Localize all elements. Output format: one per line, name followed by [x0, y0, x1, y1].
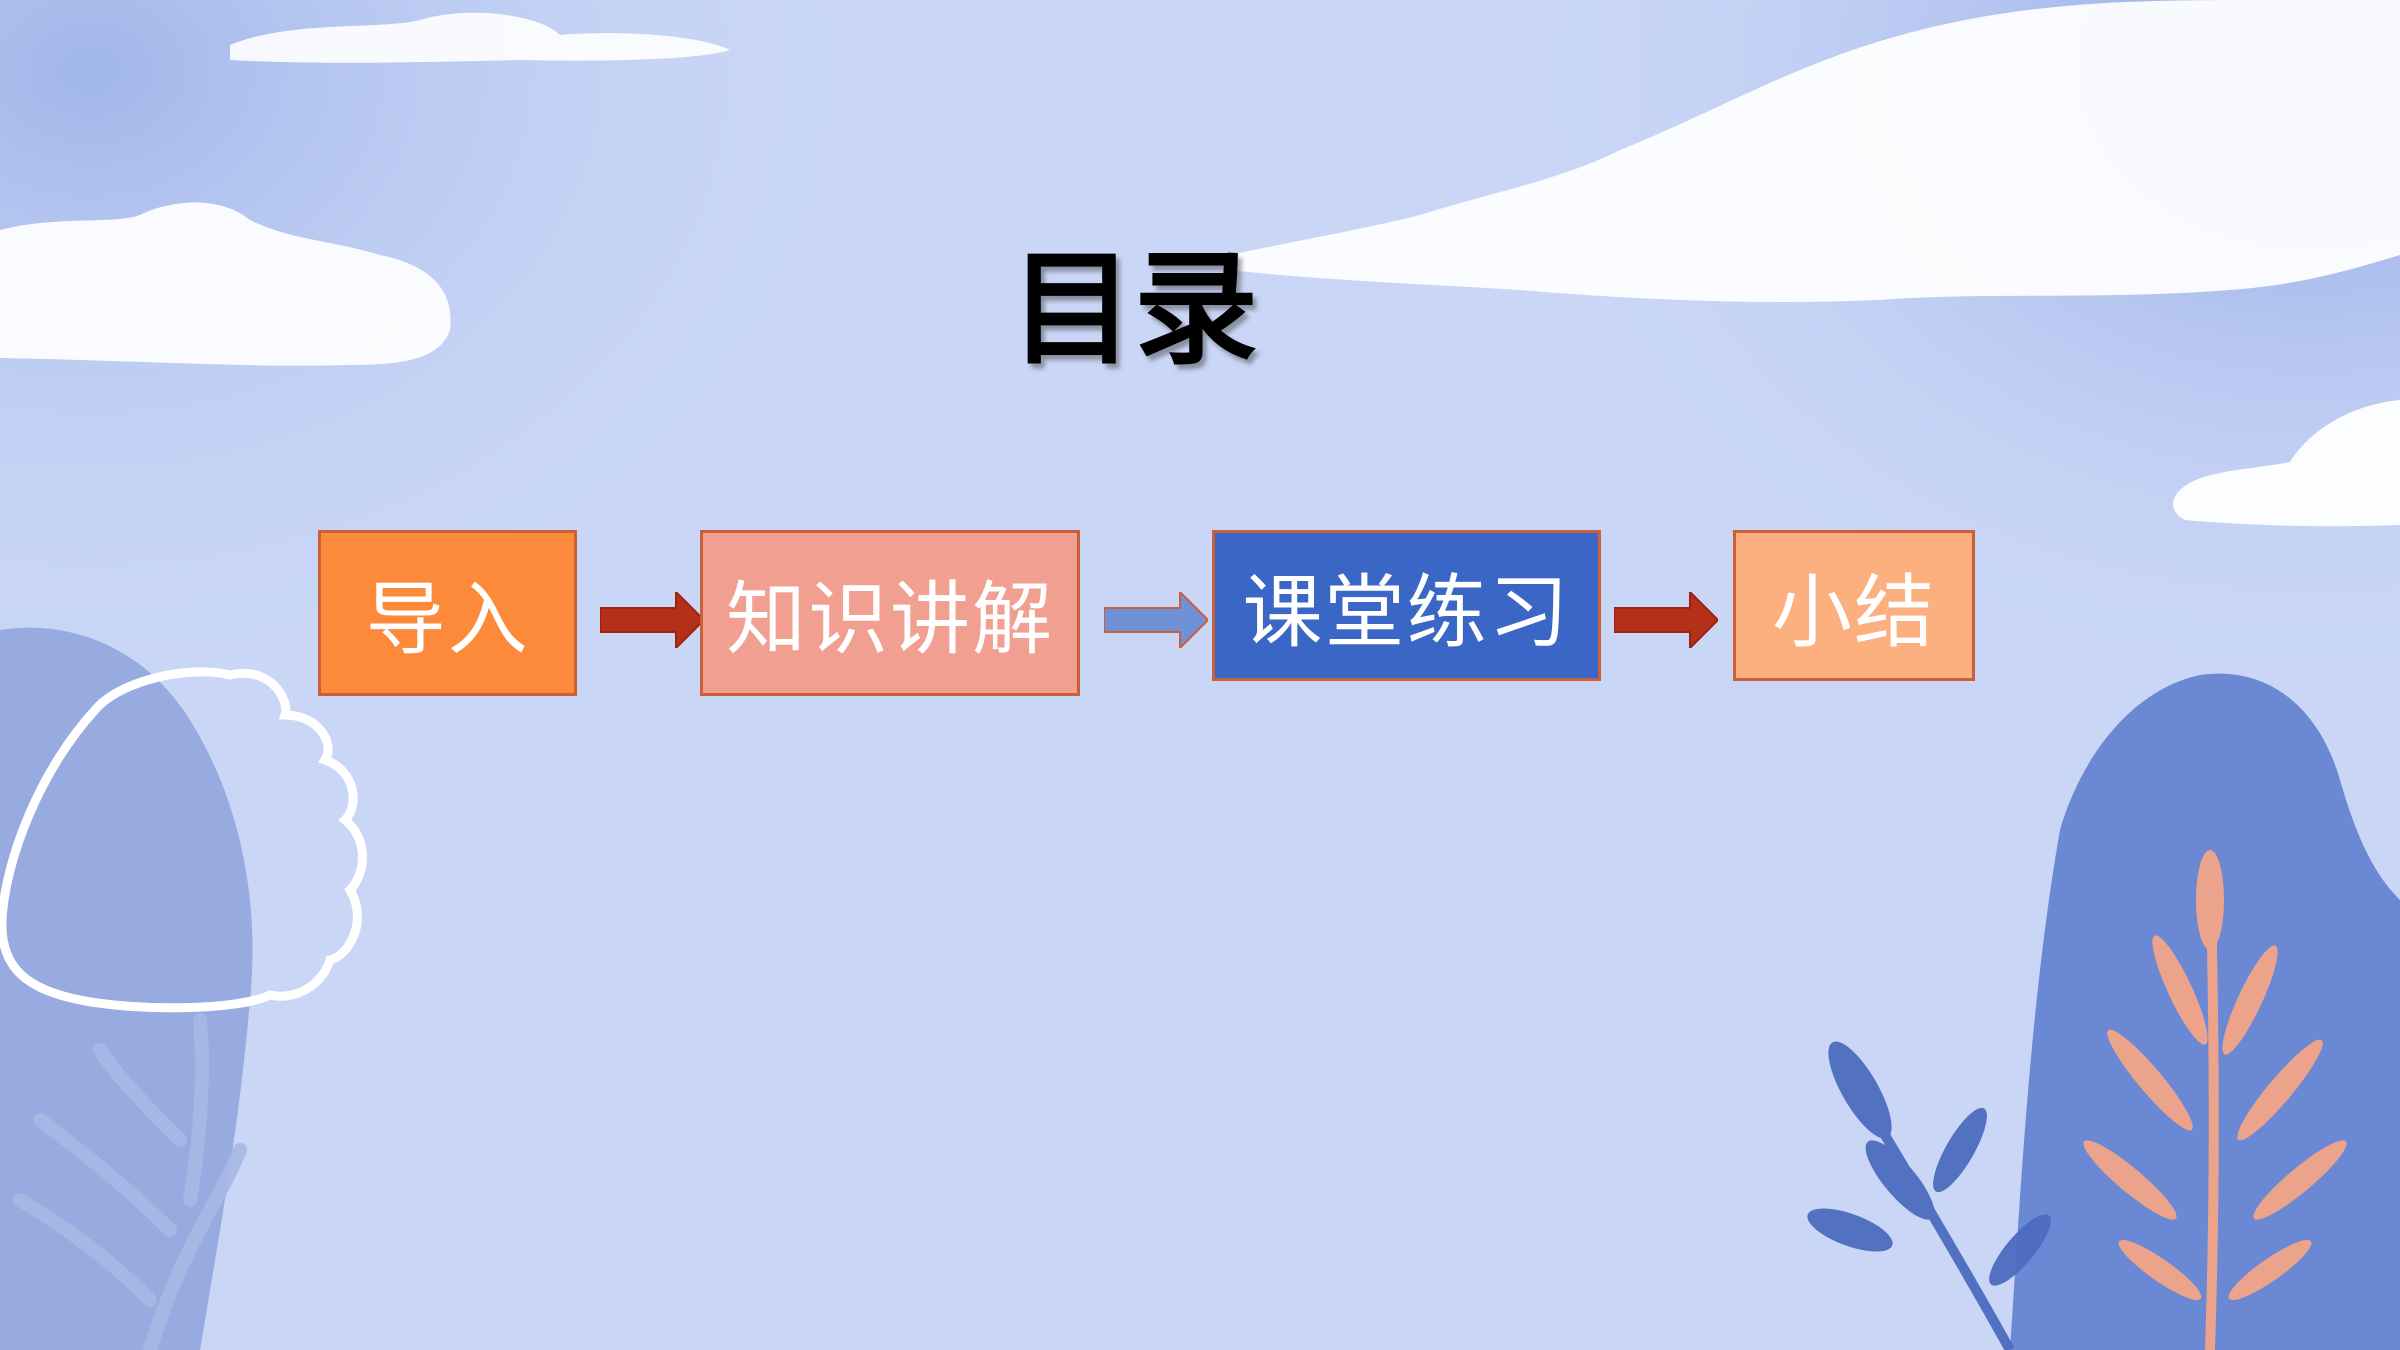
cloud-left [0, 202, 451, 366]
cloud-top [230, 12, 730, 63]
flow-step-summary: 小结 [1733, 530, 1975, 681]
flow-step-label: 导入 [365, 573, 530, 666]
slide-title: 目录 [1010, 237, 1259, 382]
flow-step-label: 知识讲解 [726, 573, 1054, 666]
flow-step-knowledge: 知识讲解 [700, 530, 1080, 696]
leaves-blue [1807, 1041, 2051, 1350]
arrow-right-icon [1104, 592, 1208, 648]
arrow-right-icon [1614, 592, 1718, 648]
flow-step-practice: 课堂练习 [1212, 530, 1601, 681]
flow-step-label: 小结 [1772, 565, 1936, 659]
blob-right [2010, 673, 2400, 1350]
cloud-top-right [1230, 0, 2400, 302]
leaves-left [13, 1013, 247, 1350]
cloud-right [2173, 400, 2400, 527]
flow-step-label: 课堂练习 [1242, 565, 1571, 659]
outline-shape-left [0, 667, 367, 1013]
leaves-orange [2083, 850, 2347, 1350]
arrow-right-icon [600, 592, 704, 648]
flow-step-intro: 导入 [318, 530, 577, 696]
